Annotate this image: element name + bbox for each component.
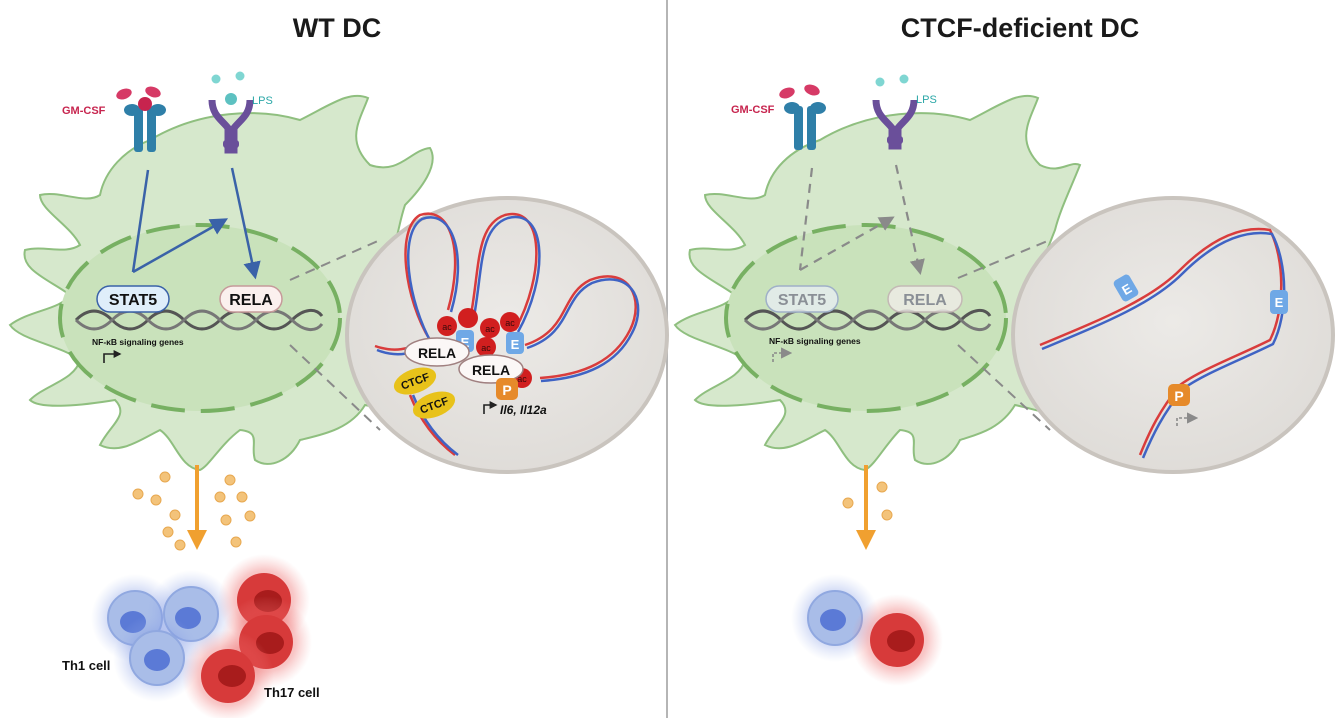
svg-text:ac: ac	[485, 324, 495, 334]
rela-label: RELA	[229, 292, 273, 309]
zoom-rela-label: RELA	[418, 345, 456, 361]
gmcsf-receptor-icon	[124, 97, 166, 152]
svg-text:ac: ac	[442, 322, 452, 332]
svg-text:ac: ac	[505, 318, 515, 328]
nfkb-genes-label: NF-κB signaling genes	[769, 336, 861, 346]
rela-protein	[887, 285, 963, 313]
gmcsf-label: GM-CSF	[62, 105, 106, 117]
target-genes-label: Il6, Il12a	[500, 403, 547, 417]
dna-double-helix	[743, 309, 992, 331]
th1-label: Th1 cell	[62, 658, 110, 673]
lps-molecule-icon	[875, 77, 885, 87]
transcription-arrow-icon	[103, 350, 122, 363]
panel-wt: WT DC GM-CSF LPS	[8, 13, 669, 718]
zoom-rela-label: RELA	[472, 362, 510, 378]
reduced-transcription-arrow-icon	[772, 347, 793, 362]
stat5-label: STAT5	[109, 292, 157, 309]
tlr4-receptor-icon	[872, 99, 918, 150]
panel-title-ctcf-deficient: CTCF-deficient DC	[901, 13, 1140, 43]
lps-label: LPS	[252, 95, 273, 107]
lps-molecule-icon	[235, 71, 245, 81]
rela-protein	[458, 354, 524, 384]
th17-cell	[851, 594, 943, 686]
rela-protein	[219, 285, 283, 313]
lps-signal-arrow	[894, 164, 925, 276]
gmcsf-ligand-icon	[116, 86, 161, 100]
lps-molecule-icon	[899, 74, 909, 84]
enhancer-element	[1270, 290, 1288, 314]
cytokine-particles	[132, 471, 256, 551]
lps-molecule-icon	[211, 74, 221, 84]
th17-cells	[182, 554, 312, 718]
gmcsf-label: GM-CSF	[731, 104, 775, 116]
tlr4-receptor-icon	[208, 93, 254, 154]
enhancer-element	[1113, 274, 1139, 302]
enhancer-element	[506, 332, 524, 354]
zoom-connector	[957, 344, 1051, 431]
panel-title-wt: WT DC	[293, 13, 381, 43]
th17-label: Th17 cell	[264, 685, 320, 700]
svg-text:ac: ac	[481, 343, 491, 353]
nucleus	[58, 223, 342, 413]
lps-label: LPS	[916, 94, 937, 106]
signal-line	[798, 167, 814, 271]
ctcf-protein	[393, 367, 437, 395]
ctcf-protein	[412, 391, 456, 419]
stat5-protein	[765, 285, 839, 313]
gmcsf-signal-arrow	[799, 216, 895, 271]
enhancer-label: E	[511, 337, 520, 352]
gmcsf-receptor-icon	[784, 102, 826, 150]
lps-signal-arrow	[230, 167, 261, 280]
cytokine-particles	[842, 481, 893, 521]
nfkb-genes-label: NF-κB signaling genes	[92, 337, 184, 347]
transcription-arrow-icon	[483, 401, 498, 414]
acetylation-marks: ac ac ac ac ac	[437, 308, 532, 388]
enhancer-label: E	[1275, 295, 1284, 310]
promoter-element	[1168, 384, 1190, 406]
dna-double-helix	[74, 309, 324, 331]
stat5-protein	[96, 285, 170, 313]
enhancer-label: E	[461, 335, 470, 350]
nucleus	[724, 223, 1008, 413]
rela-protein	[404, 337, 470, 367]
stat5-label: STAT5	[778, 292, 826, 309]
svg-text:ac: ac	[517, 374, 527, 384]
gmcsf-ligand-icon	[779, 84, 820, 99]
rela-label: RELA	[903, 292, 947, 309]
zoom-inset	[1011, 196, 1335, 474]
gmcsf-signal-arrow	[132, 218, 229, 274]
promoter-element	[496, 378, 518, 400]
promoter-label: P	[1174, 388, 1183, 404]
zoom-connector	[289, 344, 381, 431]
reduced-transcription-arrow-icon	[1176, 412, 1199, 426]
panel-ctcf-deficient: CTCF-deficient DC GM-CSF LPS STA	[673, 13, 1335, 686]
signal-line	[131, 169, 150, 273]
promoter-label: P	[502, 382, 511, 398]
